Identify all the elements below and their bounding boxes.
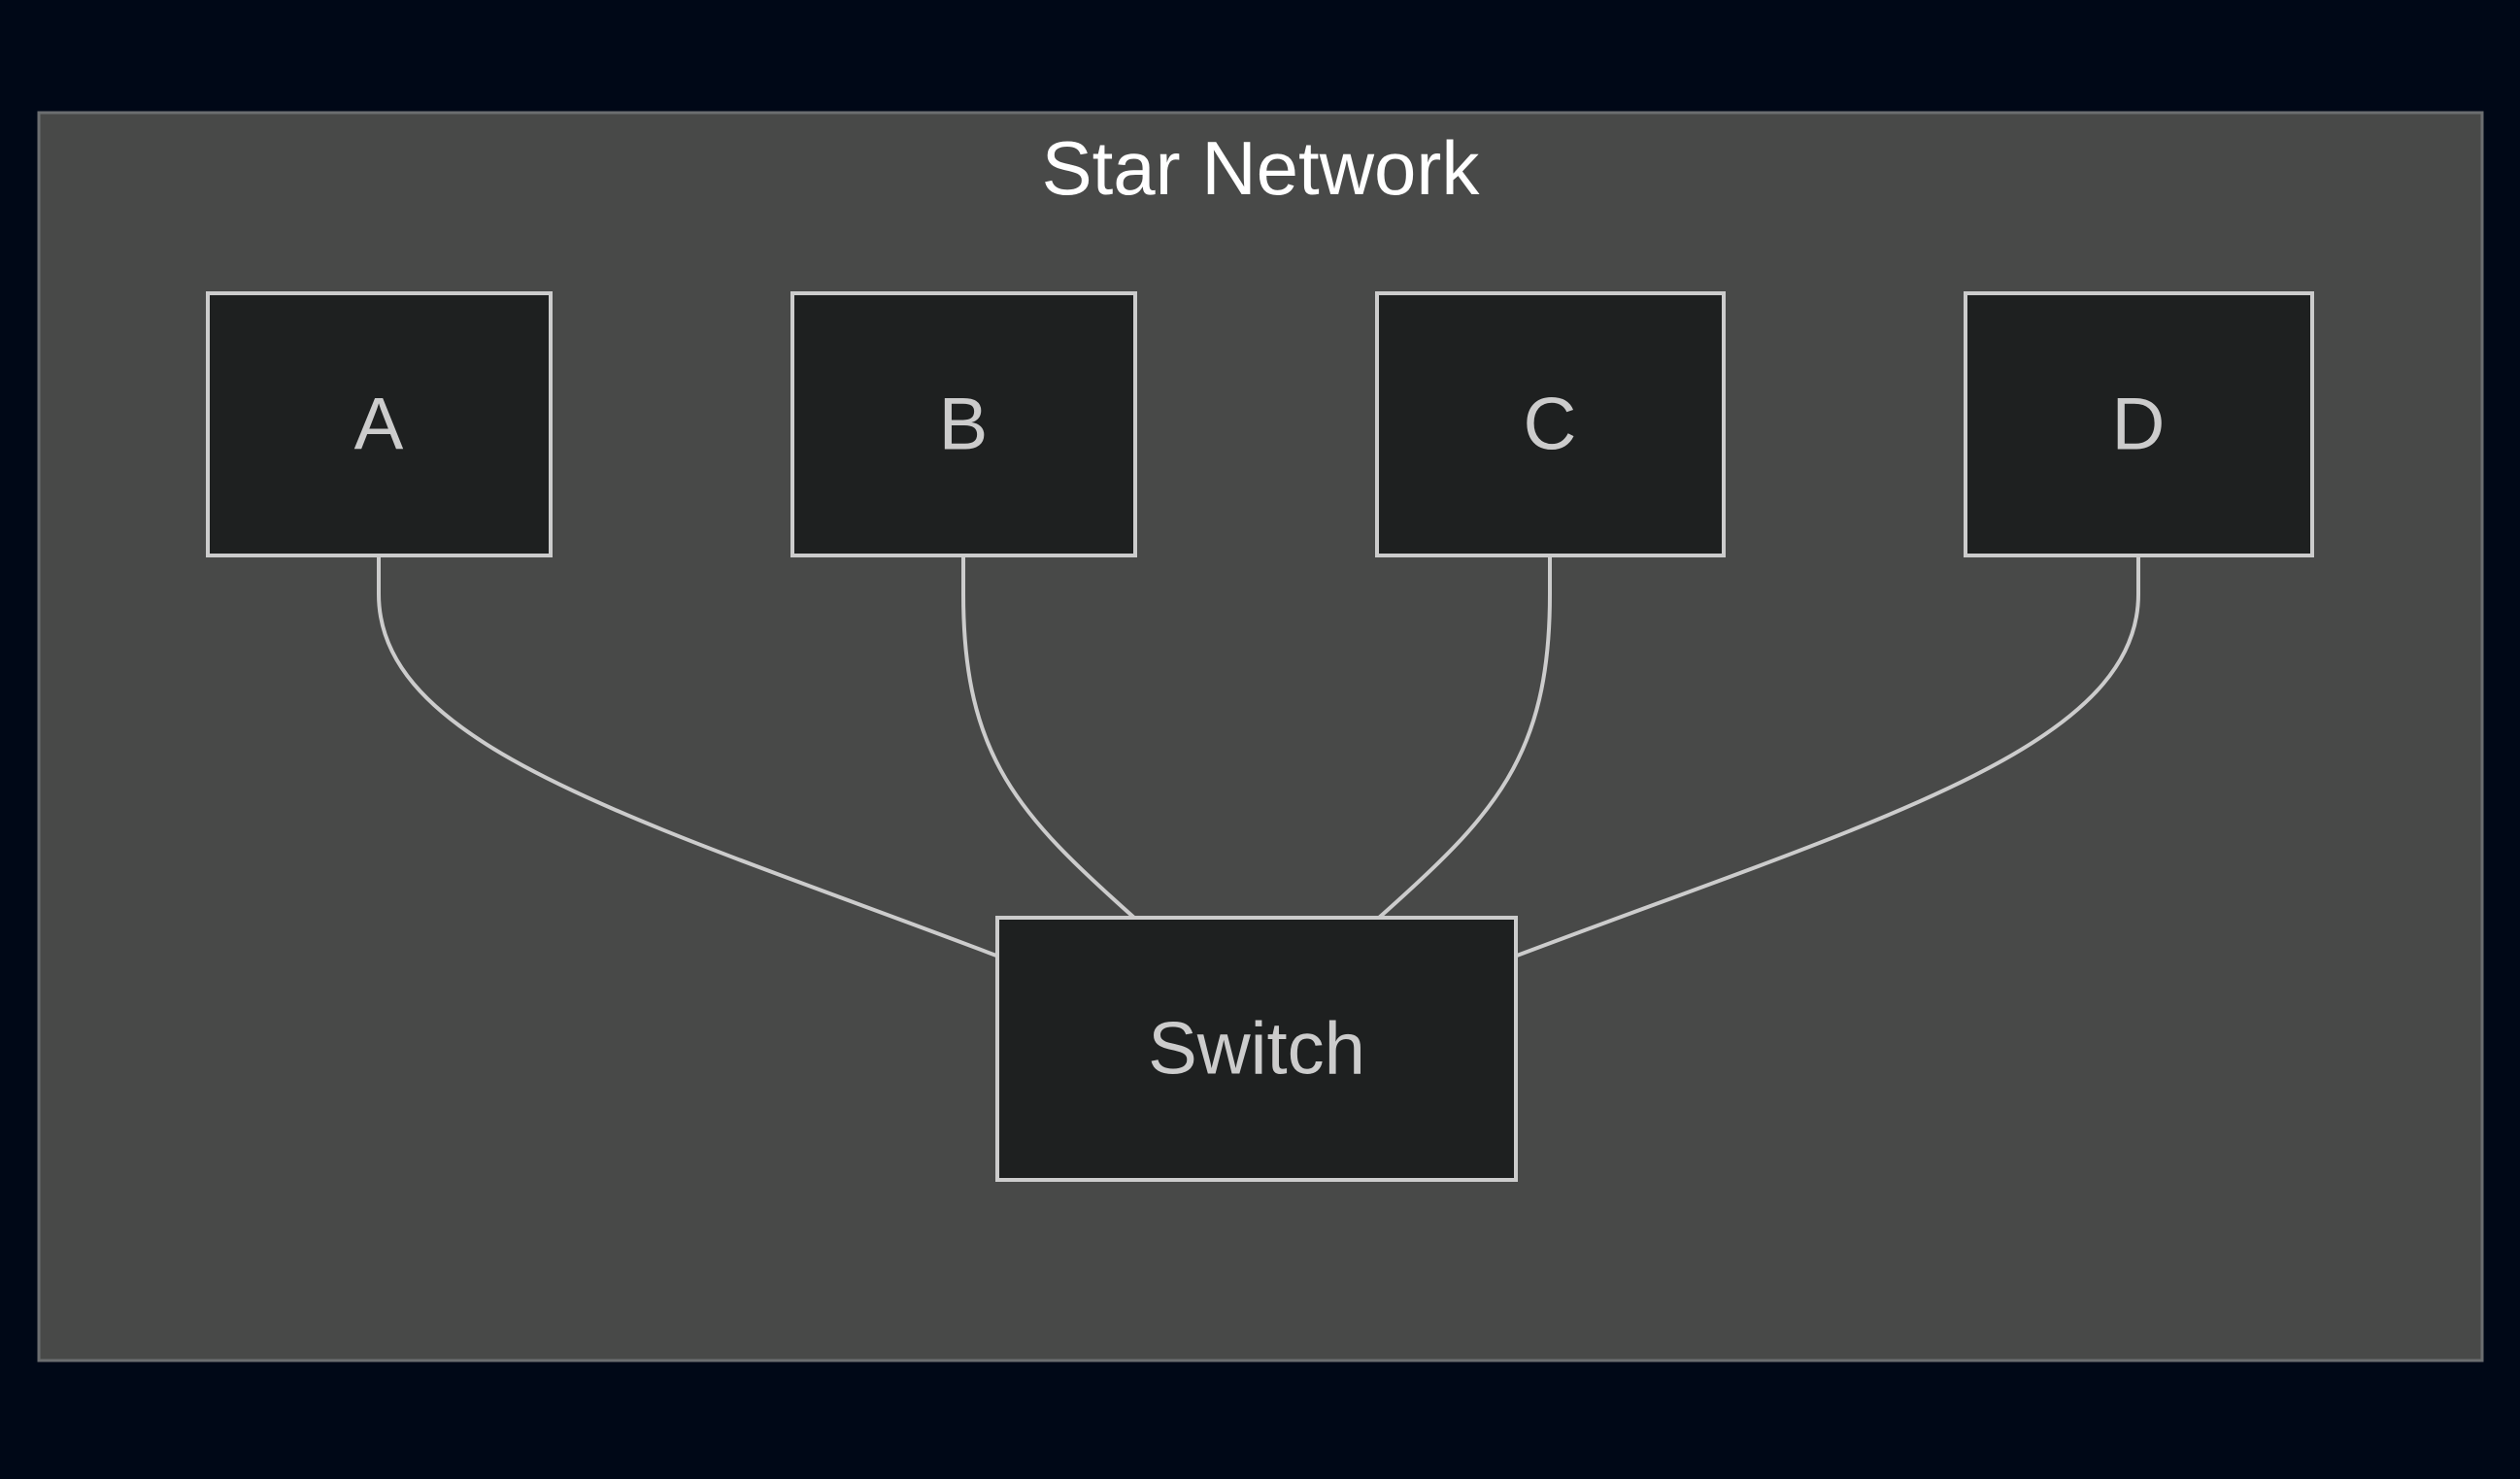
node-a[interactable]: A <box>206 291 553 557</box>
node-switch[interactable]: Switch <box>995 916 1518 1182</box>
edge-a-to-switch <box>377 556 997 958</box>
node-c-label: C <box>1524 384 1577 466</box>
node-d-box <box>1964 291 2314 557</box>
node-b-label: B <box>939 384 989 466</box>
edges <box>377 556 2140 958</box>
node-switch-box <box>995 916 1518 1182</box>
node-switch-label: Switch <box>1148 1008 1365 1091</box>
node-c[interactable]: C <box>1375 291 1726 557</box>
node-b[interactable]: B <box>790 291 1137 557</box>
cluster-title: Star Network <box>1042 125 1481 211</box>
node-b-box <box>790 291 1137 557</box>
edge-b-to-switch <box>961 556 1136 920</box>
node-a-box <box>206 291 553 557</box>
edge-c-to-switch <box>1377 556 1552 920</box>
node-d-label: D <box>2112 384 2166 466</box>
node-a-label: A <box>354 384 404 466</box>
node-c-box <box>1375 291 1726 557</box>
node-d[interactable]: D <box>1964 291 2314 557</box>
edge-d-to-switch <box>1516 556 2140 958</box>
